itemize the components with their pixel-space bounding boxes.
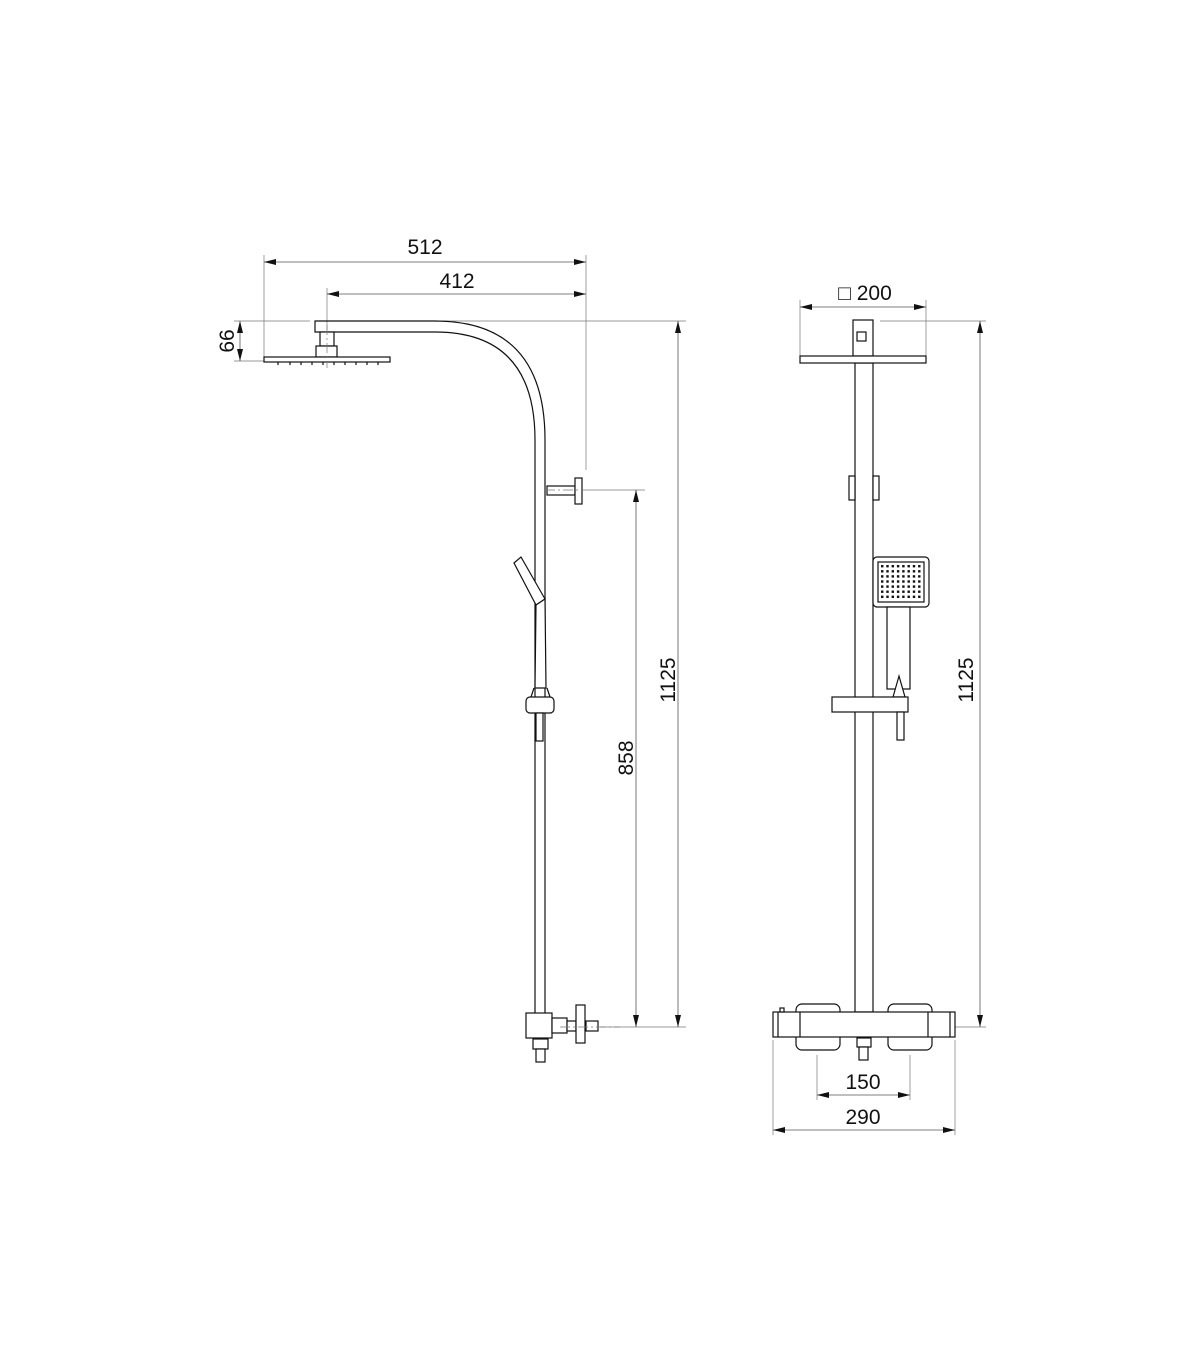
nozzle-dot (896, 570, 900, 573)
nozzle-dot (907, 565, 910, 568)
nozzle-dot (912, 585, 916, 588)
nozzle-dot (912, 565, 916, 568)
nozzle-dot (891, 570, 894, 573)
wall-valve-side (525, 1004, 620, 1063)
nozzle-dot (902, 580, 905, 583)
nozzle-dot (896, 585, 900, 588)
nozzle-dot (918, 580, 921, 583)
nozzle-dot (886, 595, 889, 598)
nozzle-dot (907, 595, 910, 598)
nozzle-dot (881, 590, 884, 593)
nozzle-dot (891, 590, 894, 593)
nozzle-dot (896, 580, 900, 583)
nozzle-dot (886, 585, 889, 588)
dim-label-66: 66 (216, 329, 239, 352)
nozzle-dot (881, 570, 884, 573)
nozzle-dot (902, 590, 905, 593)
nozzle-dot (896, 565, 900, 568)
thermostatic-mixer-front (772, 1003, 956, 1061)
nozzle-dot (907, 590, 910, 593)
nozzle-dot (907, 580, 910, 583)
nozzle-dot (891, 595, 894, 598)
dim-label-1125-side: 1125 (657, 657, 680, 702)
nozzle-dot (902, 570, 905, 573)
dim-label-290: 290 (845, 1106, 880, 1129)
nozzle-dot (886, 565, 889, 568)
nozzle-dot (881, 580, 884, 583)
dim-label-412: 412 (439, 270, 474, 293)
dim-label-150: 150 (845, 1071, 880, 1094)
nozzle-dot (886, 590, 889, 593)
side-extension-lines (234, 255, 686, 1028)
nozzle-dot (918, 570, 921, 573)
nozzle-dot (886, 580, 889, 583)
dim-label-1125-front: 1125 (955, 657, 978, 702)
wall-bracket-side (545, 477, 590, 505)
nozzle-dot (891, 580, 894, 583)
nozzle-dot (881, 585, 884, 588)
nozzle-dot (907, 570, 910, 573)
dim-label-512: 512 (407, 236, 442, 259)
nozzle-dot (918, 590, 921, 593)
nozzle-dot (918, 575, 921, 578)
shower-arm (314, 320, 546, 1013)
side-view: 512 412 66 858 1125 (216, 236, 686, 1063)
nozzle-dot (912, 575, 916, 578)
nozzle-dot (886, 570, 889, 573)
nozzle-dot (907, 575, 910, 578)
nozzle-dot (918, 565, 921, 568)
nozzle-dot (896, 590, 900, 593)
nozzle-dot (881, 595, 884, 598)
wall-bracket-front (848, 475, 880, 501)
dim-label-858: 858 (615, 740, 638, 775)
nozzle-dot (912, 590, 916, 593)
hand-shower-front (831, 556, 930, 741)
nozzle-dot (881, 565, 884, 568)
nozzle-dot (912, 595, 916, 598)
nozzle-dot (902, 575, 905, 578)
nozzle-dot (881, 575, 884, 578)
nozzle-dot (886, 575, 889, 578)
dim-label-200: □ 200 (838, 282, 892, 305)
nozzle-dot (912, 570, 916, 573)
nozzle-dot (891, 585, 894, 588)
nozzle-dot (891, 575, 894, 578)
nozzle-dot (891, 565, 894, 568)
nozzle-dot (902, 585, 905, 588)
nozzle-dot (918, 595, 921, 598)
rain-shower-head-front (799, 319, 927, 364)
rain-shower-head-side (263, 325, 391, 368)
front-extension-lines (772, 300, 986, 1135)
riser-pipe-front (854, 362, 874, 1013)
nozzle-dot (918, 585, 921, 588)
nozzle-dot (896, 595, 900, 598)
nozzle-dot (902, 595, 905, 598)
nozzle-dot (912, 580, 916, 583)
hand-shower-side (513, 556, 555, 742)
front-view: □ 200 1125 150 290 (772, 282, 986, 1135)
nozzle-dot (896, 575, 900, 578)
nozzle-dot (907, 585, 910, 588)
nozzle-dot (902, 565, 905, 568)
